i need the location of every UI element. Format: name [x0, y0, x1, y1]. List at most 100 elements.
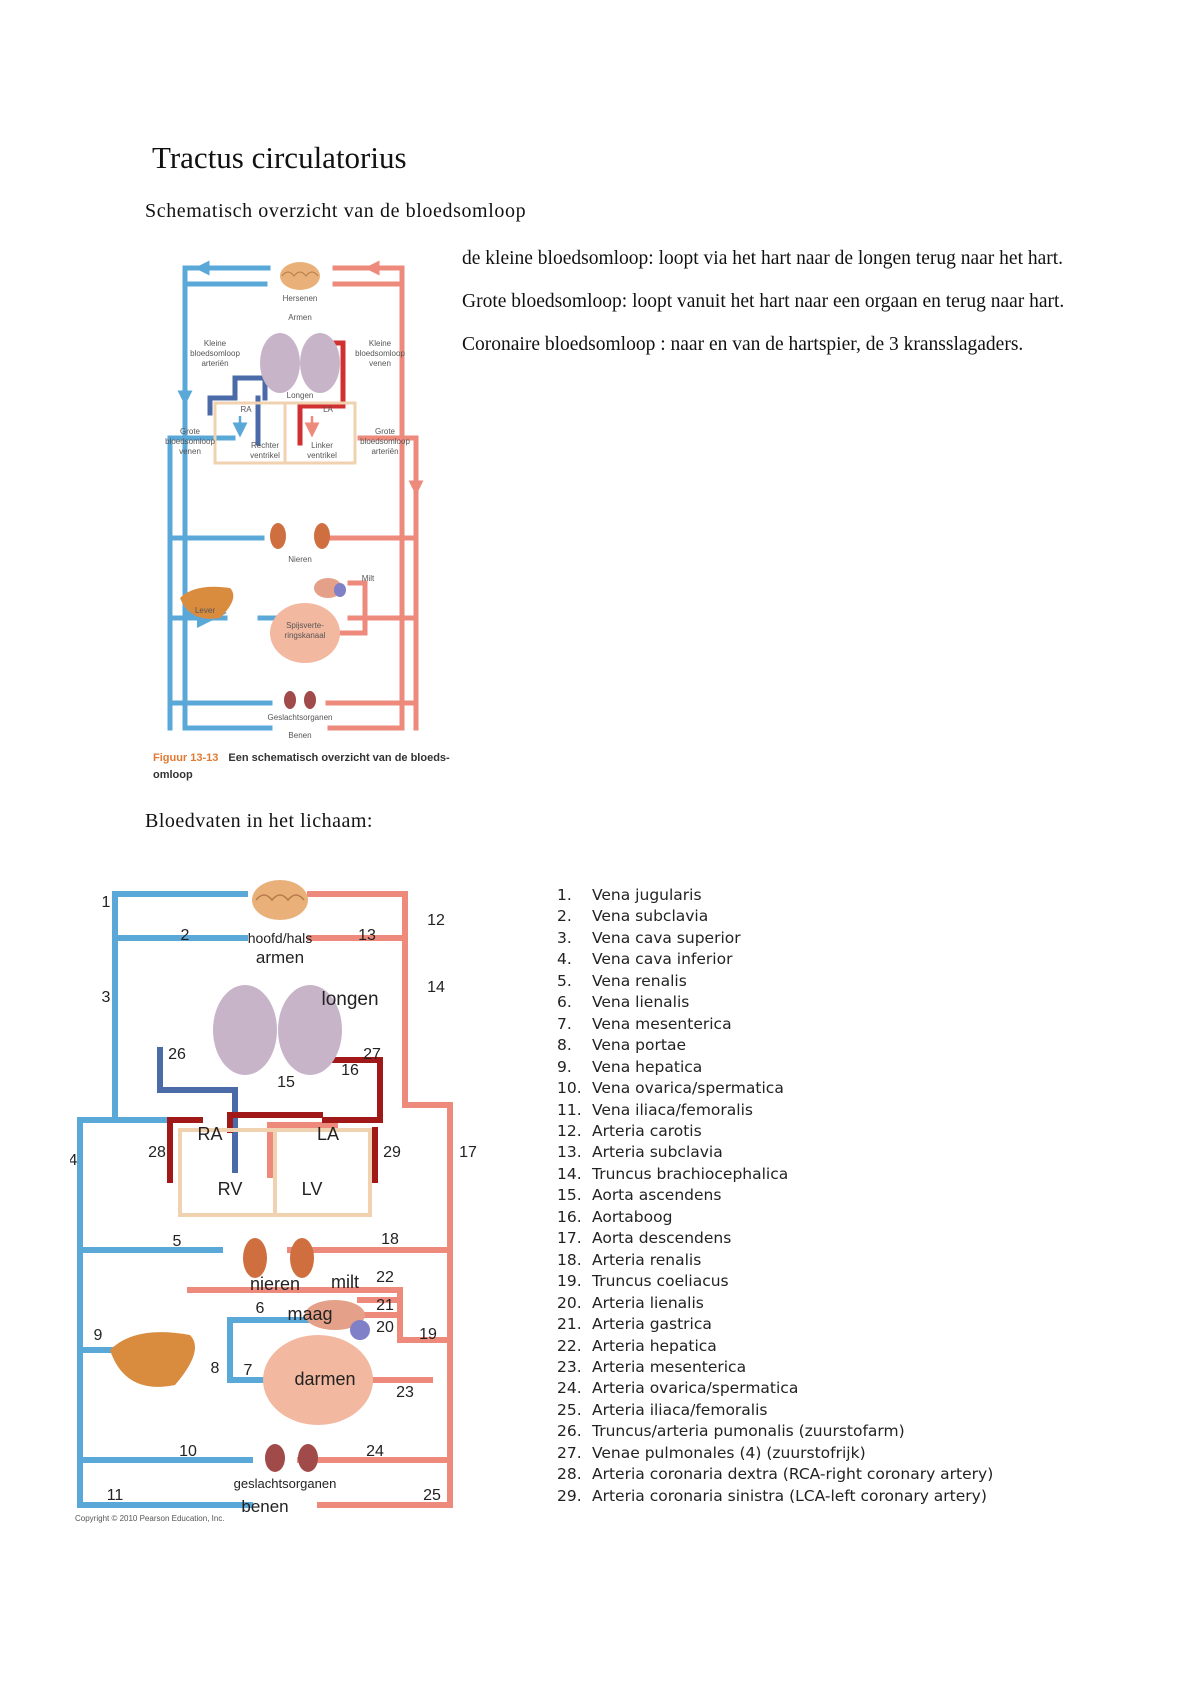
fig2-label-benen: benen [241, 1497, 288, 1516]
legend-item: 22.Arteria hepatica [557, 1336, 717, 1355]
legend-item: 15.Aorta ascendens [557, 1186, 722, 1205]
legend-item: 18.Arteria renalis [557, 1250, 702, 1269]
number-18: 18 [381, 1231, 399, 1248]
page-title: Tractus circulatorius [152, 140, 407, 175]
legend-item: 6.Vena lienalis [557, 993, 690, 1012]
number-26: 26 [168, 1046, 186, 1063]
fig2-label-darmen: darmen [294, 1369, 355, 1389]
legend-item: 9.Vena hepatica [557, 1057, 703, 1076]
fig2-label-milt: milt [331, 1272, 359, 1292]
legend-item: 11.Vena iliaca/femoralis [557, 1100, 753, 1119]
fig2-label-longen: longen [321, 989, 378, 1010]
fig2-label-la: LA [317, 1124, 339, 1144]
legend-item: 24.Arteria ovarica/spermatica [557, 1379, 799, 1398]
legend-item: 1.Vena jugularis [557, 886, 702, 904]
number-4: 4 [70, 1152, 78, 1169]
circulation-overview-figure: Hersenen Armen Kleine bloedsomloop arter… [165, 260, 424, 740]
vessel-legend: 1.Vena jugularis 2.Vena subclavia 3.Vena… [557, 885, 993, 1507]
section-subtitle: Schematisch overzicht van de bloedsomloo… [145, 200, 527, 222]
fig2-label-hoofd: hoofd/hals [248, 930, 313, 946]
legend-item: 27.Venae pulmonales (4) (zuurstofrijk) [557, 1443, 866, 1462]
legend-item: 5.Vena renalis [557, 971, 687, 990]
blood-vessels-figure: hoofd/hals armen longen RA LA RV LV nier… [70, 880, 477, 1516]
section-heading-bloedvaten: Bloedvaten in het lichaam: [145, 810, 373, 832]
caption-number: Figuur 13-13 [153, 752, 219, 764]
svg-text:bloedsomloop: bloedsomloop [165, 437, 215, 446]
number-29: 29 [383, 1144, 401, 1161]
number-24: 24 [366, 1443, 384, 1460]
number-15: 15 [277, 1074, 295, 1091]
number-17: 17 [459, 1144, 477, 1161]
fig1-label-nieren: Nieren [288, 555, 312, 564]
fig1-label-la: LA [323, 405, 333, 414]
fig1-label-hersenen: Hersenen [283, 294, 318, 303]
fig1-label-spijsvertering: Spijsverte- [286, 621, 324, 630]
number-2: 2 [181, 927, 190, 944]
number-22: 22 [376, 1269, 394, 1286]
number-21: 21 [376, 1297, 394, 1314]
fig2-label-maag: maag [287, 1304, 332, 1324]
fig1-label-linker: Linker [311, 441, 333, 450]
svg-text:venen: venen [369, 359, 391, 368]
number-11: 11 [107, 1487, 124, 1504]
svg-text:bloedsomloop: bloedsomloop [360, 437, 410, 446]
fig2-label-ra: RA [197, 1124, 222, 1144]
fig1-label-kleine-venen: Kleine [369, 339, 392, 348]
fig1-label-benen: Benen [288, 731, 311, 740]
svg-text:ringskanaal: ringskanaal [285, 631, 326, 640]
svg-text:venen: venen [179, 447, 201, 456]
svg-text:ventrikel: ventrikel [307, 451, 337, 460]
fig1-label-rechter: Rechter [251, 441, 279, 450]
number-10: 10 [179, 1443, 197, 1460]
fig2-label-lv: LV [302, 1179, 323, 1199]
number-6: 6 [256, 1300, 265, 1317]
number-23: 23 [396, 1384, 414, 1401]
legend-item: 3.Vena cava superior [557, 928, 741, 947]
number-5: 5 [173, 1233, 182, 1250]
number-9: 9 [94, 1327, 103, 1344]
legend-item: 16.Aortaboog [557, 1207, 673, 1226]
legend-item: 2.Vena subclavia [557, 907, 709, 926]
legend-item: 19.Truncus coeliacus [557, 1272, 729, 1291]
fig2-label-rv: RV [218, 1179, 243, 1199]
legend-item: 17.Aorta descendens [557, 1229, 732, 1248]
legend-item: 10.Vena ovarica/spermatica [557, 1079, 784, 1098]
fig1-label-lever: Lever [195, 606, 215, 615]
legend-item: 4.Vena cava inferior [557, 950, 733, 969]
number-1: 1 [102, 894, 111, 911]
fig1-label-ra: RA [240, 405, 252, 414]
svg-text:bloedsomloop: bloedsomloop [355, 349, 405, 358]
legend-item: 26.Truncus/arteria pumonalis (zuurstofar… [557, 1422, 905, 1441]
svg-text:arteriën: arteriën [201, 359, 228, 368]
number-8: 8 [211, 1360, 220, 1377]
svg-text:ventrikel: ventrikel [250, 451, 280, 460]
fig2-label-nieren: nieren [250, 1274, 300, 1294]
fig2-label-armen: armen [256, 948, 304, 967]
legend-item: 25.Arteria iliaca/femoralis [557, 1400, 768, 1419]
number-14: 14 [427, 979, 445, 996]
legend-item: 14.Truncus brachiocephalica [557, 1164, 789, 1183]
figure-caption: Figuur 13-13 Een schematisch overzicht va… [153, 752, 450, 781]
fig1-label-kleine-arterien: Kleine [204, 339, 227, 348]
number-13: 13 [358, 927, 376, 944]
legend-item: 8.Vena portae [557, 1036, 686, 1055]
paragraph-coronaire: Coronaire bloedsomloop : naar en van de … [462, 334, 1024, 355]
fig1-label-milt: Milt [362, 574, 375, 583]
fig1-label-armen: Armen [288, 313, 312, 322]
number-27: 27 [363, 1046, 381, 1063]
description: de kleine bloedsomloop: loopt via het ha… [462, 245, 1082, 374]
fig1-label-grote-arterien: Grote [375, 427, 396, 436]
number-28: 28 [148, 1144, 166, 1161]
number-25: 25 [423, 1487, 441, 1504]
legend-item: 12.Arteria carotis [557, 1121, 702, 1140]
caption-text: Een schematisch overzicht van de bloeds- [228, 752, 450, 764]
number-3: 3 [102, 989, 111, 1006]
svg-text:arteriën: arteriën [371, 447, 398, 456]
number-7: 7 [244, 1362, 253, 1379]
paragraph-grote: Grote bloedsomloop: loopt vanuit het har… [462, 291, 1065, 312]
legend-item: 7.Vena mesenterica [557, 1014, 732, 1033]
number-19: 19 [419, 1326, 437, 1343]
fig1-label-geslachtsorganen: Geslachtsorganen [268, 713, 333, 722]
legend-item: 13.Arteria subclavia [557, 1143, 723, 1162]
fig2-label-geslachtsorganen: geslachtsorganen [234, 1476, 337, 1491]
